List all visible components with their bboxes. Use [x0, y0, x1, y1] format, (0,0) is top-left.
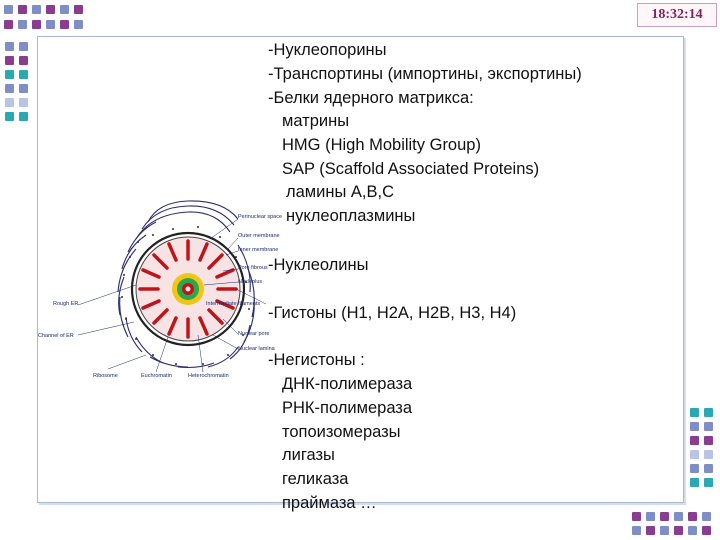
label-euchromatin: Euchromatin [141, 373, 172, 379]
decor-square [660, 512, 669, 521]
list-item: РНК-полимераза [282, 399, 413, 417]
decor-square [19, 112, 28, 121]
label-leaders [77, 218, 267, 373]
decor-square [60, 5, 69, 14]
decor-square [674, 526, 683, 535]
list-item: геликаза [282, 470, 349, 488]
list-item: -Гистоны (Н1, Н2А, Н2В, Н3, Н4) [268, 304, 517, 322]
decor-square [46, 5, 55, 14]
decor-square [690, 436, 699, 445]
decor-square [632, 512, 641, 521]
decor-square [19, 98, 28, 107]
label-nucleolus: Nucleolus [238, 279, 262, 285]
decor-square [4, 5, 13, 14]
decor-square [702, 526, 711, 535]
label-inner-membrane: Inner membrane [238, 247, 278, 253]
list-item: -Негистоны : [268, 351, 365, 369]
decor-square [32, 5, 41, 14]
decor-square [688, 512, 697, 521]
decor-square [5, 42, 14, 51]
list-item: ламины А,В,С [286, 183, 395, 201]
decor-square [19, 70, 28, 79]
decor-square [704, 478, 713, 487]
decor-square [690, 422, 699, 431]
rough-er-stacks [117, 200, 255, 369]
nucleolus [172, 273, 204, 305]
list-item: -Нуклеопорины [268, 41, 387, 59]
label-perinuclear-space: Perinuclear space [238, 214, 282, 220]
label-rough-er: Rough ER [53, 301, 78, 307]
list-item: матрины [282, 112, 350, 130]
list-item: SAP (Scaffold Associated Proteins) [282, 160, 540, 178]
label-ribosome: Ribosome [93, 373, 118, 379]
clock-display: 18:32:14 [637, 3, 717, 27]
decor-square [702, 512, 711, 521]
label-nuclear-pore: Nuclear pore [238, 331, 270, 337]
decor-square [690, 408, 699, 417]
decor-square [646, 526, 655, 535]
decor-square [18, 20, 27, 29]
decor-square [19, 56, 28, 65]
decor-square [5, 70, 14, 79]
list-item: нуклеоплазмины [286, 207, 416, 225]
decor-square [19, 84, 28, 93]
decor-square [5, 112, 14, 121]
label-pore-fibrous: Pore fibrous [238, 265, 268, 271]
chromatin [138, 239, 238, 339]
label-channel-of-er: Channel of ER [38, 333, 74, 339]
decor-square [32, 20, 41, 29]
decor-square [688, 526, 697, 535]
decor-square [5, 98, 14, 107]
nucleus-diagram: Perinuclear space Outer membrane Inner m… [38, 200, 282, 379]
list-item: -Белки ядерного матрикса: [268, 89, 474, 107]
decor-square [632, 526, 641, 535]
decor-square [5, 84, 14, 93]
label-outer-membrane: Outer membrane [238, 233, 280, 239]
slide-frame: Perinuclear space Outer membrane Inner m… [37, 36, 684, 503]
decor-square [646, 512, 655, 521]
decor-square [704, 436, 713, 445]
list-item: -Нуклеолины [268, 256, 369, 274]
decor-square [704, 422, 713, 431]
decor-square [704, 450, 713, 459]
decor-square [4, 20, 13, 29]
decor-square [690, 450, 699, 459]
decor-square [74, 5, 83, 14]
label-nuclear-lamina: Nuclear lamina [238, 346, 276, 352]
decor-square [60, 20, 69, 29]
list-item: HMG (High Mobility Group) [282, 136, 481, 154]
decor-square [18, 5, 27, 14]
label-intermediate-filaments: Intermediate filaments [206, 301, 260, 307]
decor-square [674, 512, 683, 521]
decor-square [660, 526, 669, 535]
decor-square [704, 464, 713, 473]
list-item: ДНК-полимераза [282, 375, 413, 393]
list-item: топоизомеразы [282, 423, 401, 441]
decor-square [74, 20, 83, 29]
label-heterochromatin: Heterochromatin [188, 373, 229, 379]
decor-square [690, 464, 699, 473]
decor-square [5, 56, 14, 65]
decor-square [690, 478, 699, 487]
decor-square [46, 20, 55, 29]
list-item: -Транспортины (импортины, экспортины) [268, 65, 582, 83]
decor-square [19, 42, 28, 51]
decor-square [704, 408, 713, 417]
list-item: праймаза … [282, 494, 377, 512]
list-item: лигазы [282, 446, 335, 464]
